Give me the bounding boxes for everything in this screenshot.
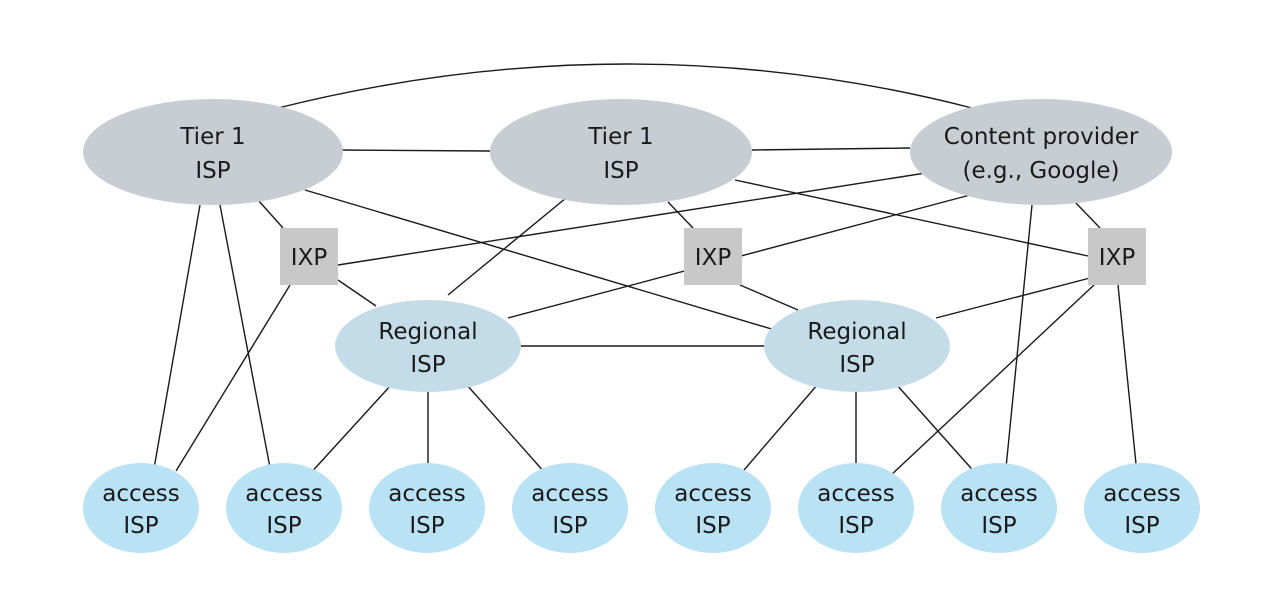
edge-content-ixp-right bbox=[1074, 201, 1101, 229]
edge-tier1-left-ixp-left bbox=[257, 199, 284, 229]
tier1-isp-middle-label-line2: ISP bbox=[603, 158, 638, 184]
access-isp-2: access ISP bbox=[226, 463, 342, 553]
regional-isp-left: Regional ISP bbox=[335, 300, 521, 392]
access-isp-5: access ISP bbox=[655, 463, 771, 553]
edge-regional-right-access-5 bbox=[743, 383, 819, 471]
regional-isp-right: Regional ISP bbox=[764, 300, 950, 392]
access-isp-1-label-line1: access bbox=[102, 481, 180, 507]
edge-ixp-right-regional-right bbox=[935, 277, 1091, 319]
access-isp-8: access ISP bbox=[1084, 463, 1200, 553]
ixp-middle-label: IXP bbox=[695, 245, 732, 271]
tier1-isp-middle: Tier 1 ISP bbox=[490, 99, 752, 205]
edge-ixp-left-access-1 bbox=[175, 284, 291, 472]
access-isp-2-label-line2: ISP bbox=[266, 513, 301, 539]
ixp-left: IXP bbox=[280, 228, 338, 285]
edge-tier1-mid-ixp-mid bbox=[667, 201, 694, 229]
edge-tier1-left-tier1-mid bbox=[341, 149, 491, 152]
content-provider: Content provider (e.g., Google) bbox=[910, 99, 1172, 205]
access-isp-2-label-line1: access bbox=[245, 481, 323, 507]
tier1-isp-left: Tier 1 ISP bbox=[83, 99, 343, 205]
edge-tier1-left-content-arc bbox=[277, 63, 973, 109]
content-provider-label-line1: Content provider bbox=[944, 124, 1139, 150]
access-isp-7: access ISP bbox=[941, 463, 1057, 553]
edge-regional-left-access-2 bbox=[307, 383, 393, 477]
ixp-left-label: IXP bbox=[291, 245, 328, 271]
access-isp-5-label-line2: ISP bbox=[695, 513, 730, 539]
access-isp-1-label-line2: ISP bbox=[123, 513, 158, 539]
edge-ixp-mid-regional-right bbox=[739, 284, 799, 311]
tier1-isp-middle-label-line1: Tier 1 bbox=[587, 124, 653, 150]
regional-isp-right-label-line2: ISP bbox=[839, 352, 874, 378]
access-isp-6-label-line2: ISP bbox=[838, 513, 873, 539]
access-isp-3-label-line2: ISP bbox=[409, 513, 444, 539]
edge-ixp-left-content bbox=[337, 171, 933, 266]
tier1-isp-left-label-line2: ISP bbox=[195, 158, 230, 184]
edge-tier1-mid-regional-left bbox=[447, 197, 567, 296]
edge-tier1-left-access-2 bbox=[219, 204, 273, 479]
access-isp-7-label-line2: ISP bbox=[981, 513, 1016, 539]
edge-tier1-mid-ixp-right bbox=[734, 179, 1089, 257]
content-provider-label-line2: (e.g., Google) bbox=[962, 158, 1119, 184]
access-isp-3: access ISP bbox=[369, 463, 485, 553]
regional-isp-left-label-line1: Regional bbox=[378, 319, 477, 345]
edge-tier1-left-access-1 bbox=[151, 204, 201, 481]
edge-content-access-7 bbox=[1004, 204, 1033, 479]
regional-isp-right-label-line1: Regional bbox=[807, 319, 906, 345]
access-isp-6-label-line1: access bbox=[817, 481, 895, 507]
edge-tier1-mid-content bbox=[751, 147, 911, 151]
regional-isp-left-label-line2: ISP bbox=[410, 352, 445, 378]
access-isp-4-label-line2: ISP bbox=[552, 513, 587, 539]
access-isp-8-label-line2: ISP bbox=[1124, 513, 1159, 539]
ixp-right-label: IXP bbox=[1099, 245, 1136, 271]
access-isp-8-label-line1: access bbox=[1103, 481, 1181, 507]
ixp-middle: IXP bbox=[684, 228, 742, 285]
edges bbox=[151, 63, 1137, 481]
edge-regional-left-access-4 bbox=[465, 383, 547, 475]
tier1-isp-left-label-line1: Tier 1 bbox=[179, 124, 245, 150]
edge-ixp-right-access-6 bbox=[889, 284, 1095, 477]
ixp-right: IXP bbox=[1088, 228, 1146, 285]
access-isp-5-label-line1: access bbox=[674, 481, 752, 507]
access-isp-7-label-line1: access bbox=[960, 481, 1038, 507]
access-isp-4: access ISP bbox=[512, 463, 628, 553]
edge-regional-right-access-7 bbox=[895, 383, 979, 477]
edge-tier1-left-regional-right bbox=[304, 189, 796, 337]
access-isp-6: access ISP bbox=[798, 463, 914, 553]
edge-ixp-right-access-8 bbox=[1117, 284, 1137, 465]
access-isp-3-label-line1: access bbox=[388, 481, 466, 507]
edge-ixp-left-regional-left bbox=[337, 279, 377, 307]
access-isp-1: access ISP bbox=[83, 463, 199, 553]
access-isp-4-label-line1: access bbox=[531, 481, 609, 507]
